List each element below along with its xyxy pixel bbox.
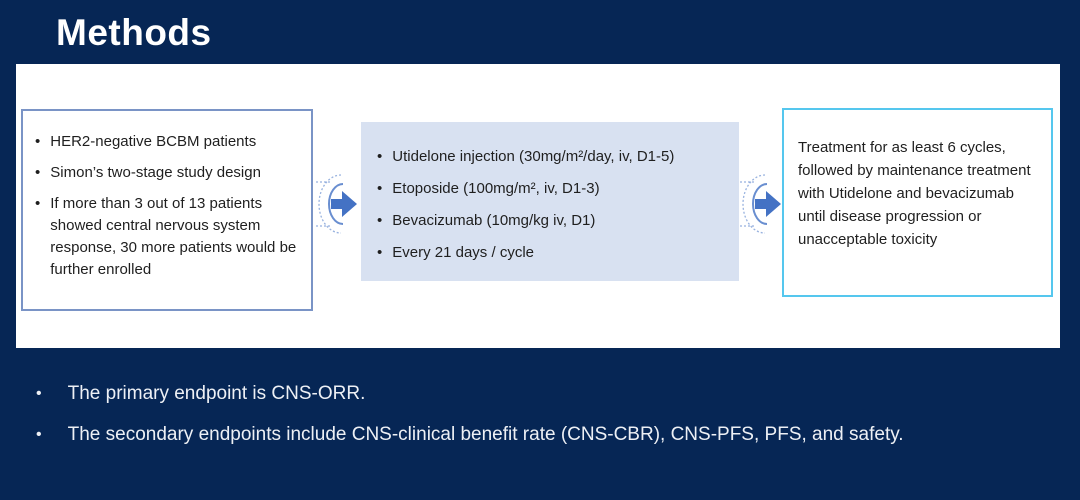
bullet-icon: •	[35, 133, 41, 150]
bullet-icon: •	[35, 195, 41, 212]
patients-design-box: • HER2-negative BCBM patients • Simon’s …	[21, 109, 313, 311]
bullet-icon: •	[377, 212, 383, 229]
list-item: • The secondary endpoints include CNS-cl…	[36, 423, 1046, 446]
bullet-text: HER2-negative BCBM patients	[50, 133, 257, 150]
maintenance-treatment-box: Treatment for as least 6 cycles, followe…	[782, 108, 1053, 297]
bullet-text: Every 21 days / cycle	[392, 244, 534, 261]
list-item: • The primary endpoint is CNS-ORR.	[36, 382, 1046, 405]
bullet-icon: •	[35, 164, 41, 181]
endpoints-list: • The primary endpoint is CNS-ORR. • The…	[36, 382, 1046, 446]
bullet-text: Etoposide (100mg/m², iv, D1-3)	[392, 180, 600, 197]
bullet-icon: •	[36, 426, 42, 443]
flow-arrow-icon	[738, 172, 784, 236]
primary-endpoint-text: The primary endpoint is CNS-ORR.	[67, 383, 366, 404]
bullet-icon: •	[377, 148, 383, 165]
list-item: • Simon’s two-stage study design	[35, 162, 303, 184]
bullet-text: Bevacizumab (10mg/kg iv, D1)	[392, 212, 596, 229]
flow-arrow-icon	[314, 172, 360, 236]
secondary-endpoints-text: The secondary endpoints include CNS-clin…	[67, 424, 904, 445]
bullet-icon: •	[36, 385, 42, 402]
bullet-icon: •	[377, 180, 383, 197]
list-item: • If more than 3 out of 13 patients show…	[35, 193, 303, 281]
list-item: • Etoposide (100mg/m², iv, D1-3)	[377, 177, 733, 200]
content-panel: • HER2-negative BCBM patients • Simon’s …	[16, 64, 1060, 348]
flow-arrow-svg	[740, 174, 781, 234]
bullet-text: If more than 3 out of 13 patients showed…	[50, 195, 297, 278]
slide-title: Methods	[56, 12, 212, 53]
bullet-icon: •	[377, 244, 383, 261]
bullet-text: Utidelone injection (30mg/m²/day, iv, D1…	[392, 148, 675, 165]
list-item: • HER2-negative BCBM patients	[35, 131, 303, 153]
patients-design-list: • HER2-negative BCBM patients • Simon’s …	[35, 131, 303, 281]
list-item: • Bevacizumab (10mg/kg iv, D1)	[377, 209, 733, 232]
treatment-regimen-list: • Utidelone injection (30mg/m²/day, iv, …	[377, 145, 733, 264]
maintenance-treatment-text: Treatment for as least 6 cycles, followe…	[798, 139, 1031, 248]
flow-arrow-svg	[316, 174, 357, 234]
endpoints-section: • The primary endpoint is CNS-ORR. • The…	[36, 382, 1046, 464]
list-item: • Every 21 days / cycle	[377, 241, 733, 264]
treatment-regimen-box: • Utidelone injection (30mg/m²/day, iv, …	[361, 122, 739, 281]
bullet-text: Simon’s two-stage study design	[50, 164, 261, 181]
list-item: • Utidelone injection (30mg/m²/day, iv, …	[377, 145, 733, 168]
